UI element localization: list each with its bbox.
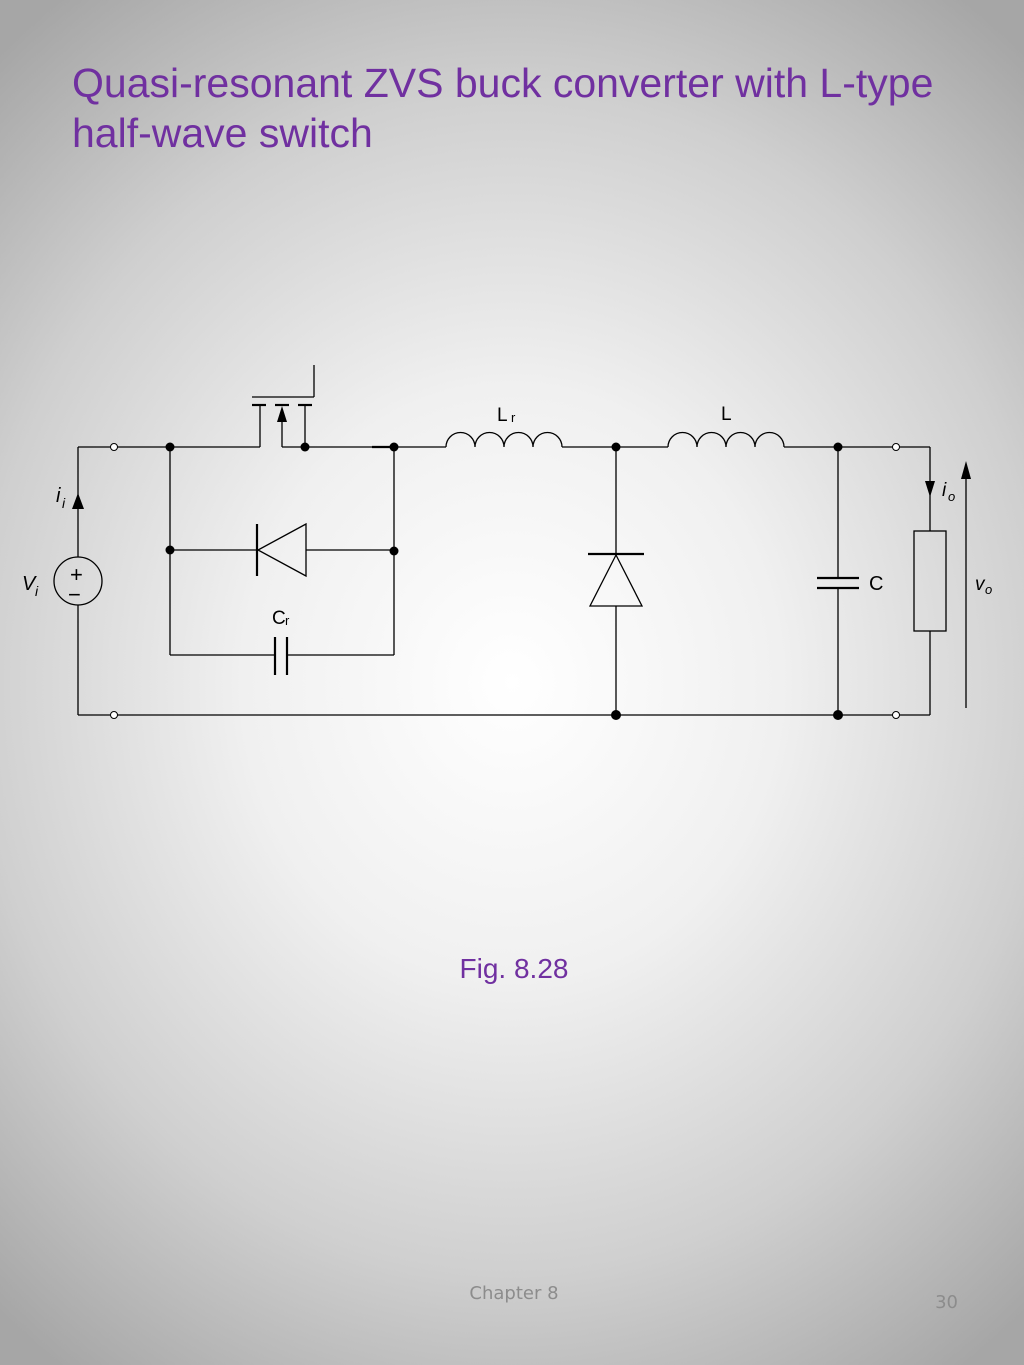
slide-title: Quasi-resonant ZVS buck converter with L… [72,60,934,156]
junction-dots [165,442,843,720]
svg-text:i: i [62,495,66,511]
footer-chapter: Chapter 8 [469,1283,559,1304]
figure-caption: Fig. 8.28 [459,953,569,984]
resonant-capacitor-cr [273,637,289,675]
freewheeling-diode [588,447,644,715]
antiparallel-diode [255,522,307,578]
ii-label: i i [56,485,66,511]
svg-text:i: i [56,485,61,507]
svg-text:r: r [285,613,290,628]
output-voltage-arrow [961,461,971,708]
svg-text:L: L [497,405,508,426]
svg-text:r: r [511,410,516,425]
svg-text:o: o [948,489,955,504]
svg-text:−: − [68,582,81,607]
svg-text:C: C [272,608,286,629]
filter-capacitor-c [817,447,859,715]
svg-text:V: V [22,573,37,595]
svg-text:+: + [70,562,83,587]
filter-inductor-l [667,431,785,448]
svg-text:v: v [975,574,986,595]
svg-text:i: i [35,583,39,599]
vo-label: v o [975,574,992,597]
terminal-circles [110,443,900,719]
svg-text:i: i [942,480,947,501]
lr-label: L r [497,405,516,426]
input-current-arrow [72,493,84,509]
input-voltage-source: + − [53,556,103,607]
io-label: i o [942,480,955,504]
c-label: C [869,573,883,595]
output-current-arrow [925,481,935,497]
svg-text:o: o [985,582,992,597]
mosfet-switch [252,365,315,448]
resonant-inductor-lr [445,431,563,448]
l-label: L [721,404,732,425]
cr-label: C r [272,608,290,629]
page-number: 30 [935,1292,958,1313]
vi-label: V i [22,573,39,599]
